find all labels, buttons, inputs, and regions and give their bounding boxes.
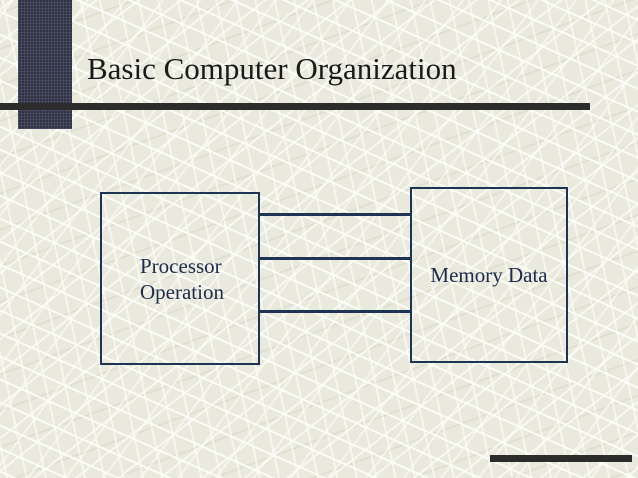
- processor-operation-label: Processor Operation: [140, 253, 224, 304]
- page-title: Basic Computer Organization: [87, 51, 457, 86]
- memory-data-label: Memory Data: [430, 263, 548, 287]
- connector-line-2: [259, 257, 411, 260]
- connector-line-3: [259, 310, 411, 313]
- title-divider-rule: [0, 103, 590, 110]
- memory-data-box[interactable]: Memory Data: [410, 187, 568, 363]
- processor-operation-box[interactable]: Processor Operation: [100, 192, 260, 365]
- footer-divider-rule: [490, 455, 632, 462]
- connector-line-1: [259, 213, 411, 216]
